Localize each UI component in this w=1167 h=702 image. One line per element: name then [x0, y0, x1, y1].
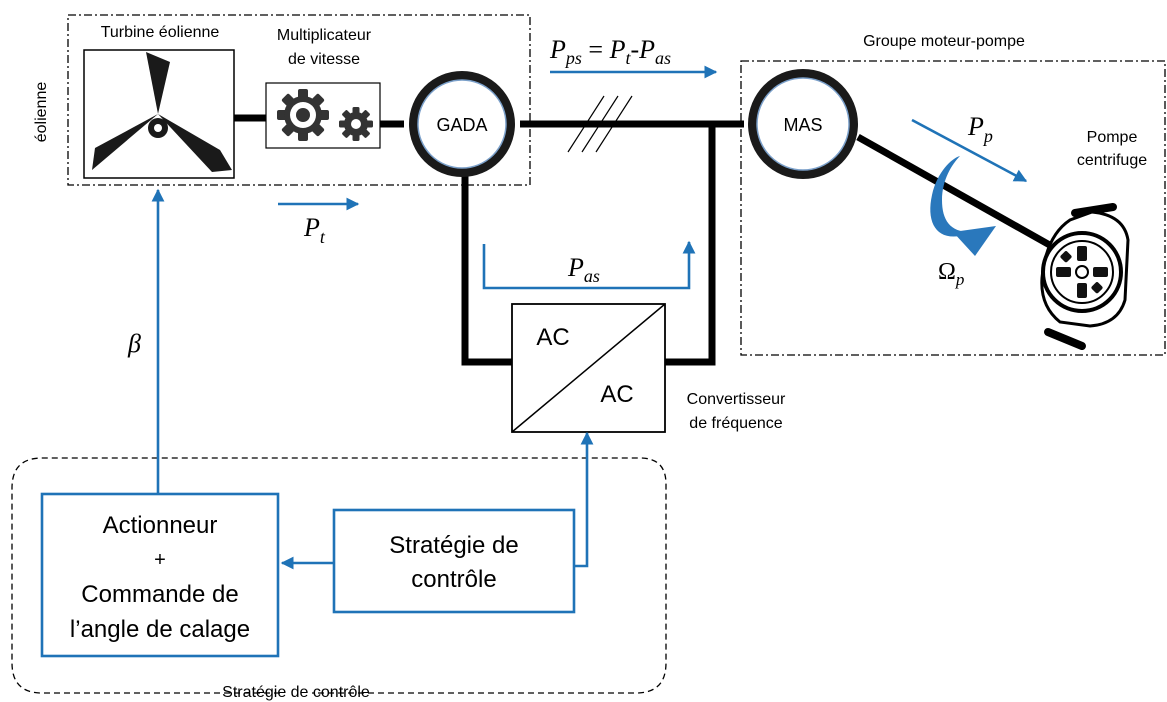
motor-pump-region: [740, 60, 1166, 356]
strategy-label-line1: Stratégie de: [389, 532, 518, 559]
wind-turbine-region: [67, 14, 531, 186]
pt-symbol: Pt: [303, 213, 326, 247]
eolienne-vertical-label: éolienne: [33, 82, 50, 143]
groupe-label: Groupe moteur-pompe: [863, 33, 1025, 50]
pompe-label-line1: Pompe: [1087, 129, 1138, 146]
power-flow-arrows: [151, 65, 1028, 570]
control-region-label: Stratégie de contrôle: [222, 684, 370, 701]
control-strategy-block: [332, 508, 576, 614]
ac-ac-converter: [511, 303, 666, 433]
multiplier-label-line2: de vitesse: [288, 51, 360, 68]
centrifugal-pump-icon: [1040, 203, 1130, 350]
actuator-label-line2: +: [154, 549, 166, 571]
pp-symbol: Pp: [967, 112, 993, 146]
converter-label-line1: Convertisseur: [687, 391, 786, 408]
rotation-arrow-icon: [930, 156, 996, 256]
gada-label: GADA: [436, 115, 487, 135]
actuator-label-line3: Commande de: [81, 581, 238, 608]
three-phase-marks: [567, 95, 633, 153]
beta-symbol: β: [127, 329, 141, 358]
mas-label: MAS: [783, 115, 822, 135]
actuator-label-line4: l’angle de calage: [70, 616, 250, 643]
mas-motor: [748, 69, 858, 179]
pas-arrow: [482, 240, 696, 290]
actuator-block: [40, 492, 280, 658]
omega-p-symbol: Ωp: [938, 259, 964, 289]
control-strategy-region: [11, 457, 667, 694]
pompe-label-line2: centrifuge: [1077, 152, 1147, 169]
multiplier-label-line1: Multiplicateur: [277, 27, 372, 44]
pas-symbol: Pas: [567, 253, 600, 286]
strategy-to-converter-arrow: [575, 431, 594, 568]
converter-ac-bottom: AC: [600, 381, 633, 408]
gada-generator: [409, 71, 515, 177]
converter-label-line2: de fréquence: [689, 415, 783, 432]
wind-turbine-icon: [83, 49, 235, 179]
pp-arrow: [911, 118, 1028, 183]
gear-icon: [265, 82, 381, 149]
strategy-label-line2: contrôle: [411, 566, 496, 593]
converter-ac-top: AC: [536, 324, 569, 351]
power-lines: [234, 114, 1057, 366]
actuator-label-line1: Actionneur: [103, 512, 218, 539]
pps-equation: Pps = Pt-Pas: [549, 35, 671, 68]
turbine-label: Turbine éolienne: [101, 24, 220, 41]
